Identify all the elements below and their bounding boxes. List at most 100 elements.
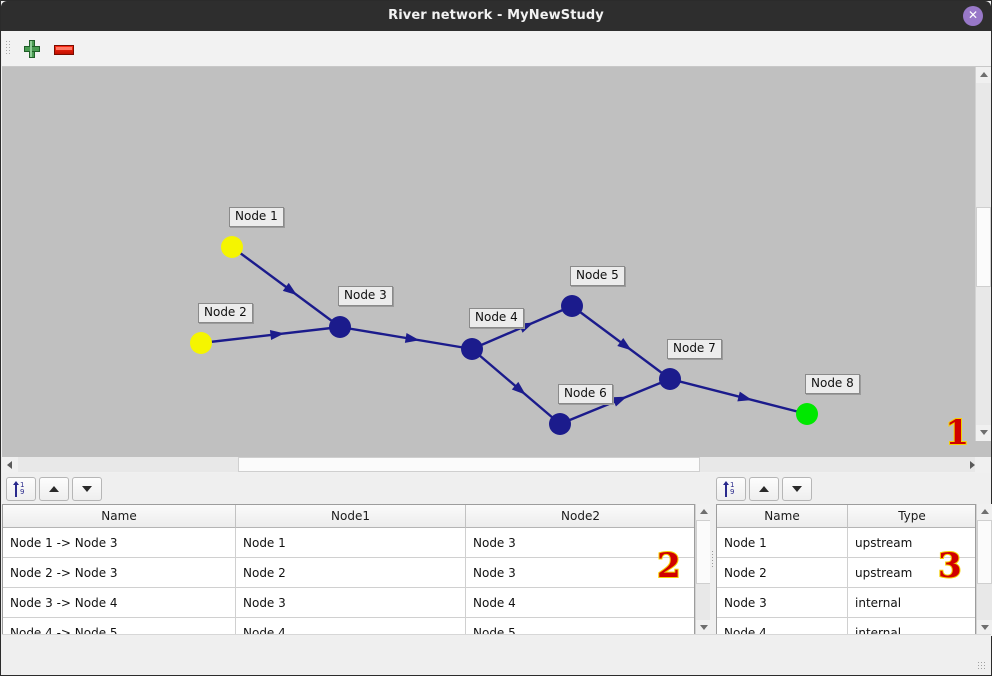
- scroll-down-icon[interactable]: [976, 425, 992, 441]
- table-cell[interactable]: upstream: [848, 558, 975, 588]
- edge-arrow-icon: [282, 282, 298, 296]
- node-label-node-6[interactable]: Node 6: [558, 384, 613, 404]
- node-label-node-1[interactable]: Node 1: [229, 207, 284, 227]
- add-node-button[interactable]: [20, 37, 44, 61]
- node-label-node-8[interactable]: Node 8: [805, 374, 860, 394]
- reaches-vertical-scrollbar[interactable]: [695, 504, 711, 636]
- vertical-scroll-thumb[interactable]: [977, 520, 992, 584]
- edge-arrow-icon: [612, 396, 627, 407]
- nodes-toolbar: 1 9: [716, 473, 991, 503]
- table-cell[interactable]: Node 3 -> Node 4: [3, 588, 236, 618]
- edge-arrow-icon: [269, 330, 285, 340]
- edge-arrow-icon: [737, 391, 753, 402]
- plus-icon: [24, 40, 40, 58]
- table-cell[interactable]: internal: [848, 618, 975, 635]
- table-cell[interactable]: Node 1 -> Node 3: [3, 528, 236, 558]
- edge-arrow-icon: [617, 337, 632, 351]
- table-cell[interactable]: Node 2 -> Node 3: [3, 558, 236, 588]
- table-cell[interactable]: internal: [848, 588, 975, 618]
- table-cell[interactable]: Node 2: [236, 558, 466, 588]
- nodes-move-down-button[interactable]: [782, 477, 812, 501]
- reaches-move-down-button[interactable]: [72, 477, 102, 501]
- column-header-node2[interactable]: Node2: [466, 505, 694, 528]
- minus-icon: [54, 45, 74, 55]
- graph-node-node-5[interactable]: [561, 295, 583, 317]
- nodes-vertical-scrollbar[interactable]: [976, 504, 992, 636]
- scroll-up-icon[interactable]: [696, 504, 712, 520]
- graph-node-node-4[interactable]: [461, 338, 483, 360]
- column-header-node1[interactable]: Node1: [236, 505, 466, 528]
- node-label-node-4[interactable]: Node 4: [469, 308, 524, 328]
- reaches-sort-button[interactable]: 1 9: [6, 477, 36, 501]
- graph-node-node-2[interactable]: [190, 332, 212, 354]
- scroll-left-icon[interactable]: [2, 457, 18, 473]
- node-label-node-3[interactable]: Node 3: [338, 286, 393, 306]
- vertical-splitter[interactable]: [710, 479, 716, 637]
- graph-node-node-7[interactable]: [659, 368, 681, 390]
- resize-grip[interactable]: [978, 662, 987, 671]
- node-label-node-2[interactable]: Node 2: [198, 303, 253, 323]
- graph-node-node-1[interactable]: [221, 236, 243, 258]
- graph-node-node-8[interactable]: [796, 403, 818, 425]
- horizontal-scroll-thumb[interactable]: [238, 457, 700, 472]
- table-cell[interactable]: Node 1: [717, 528, 848, 558]
- node-label-node-5[interactable]: Node 5: [570, 266, 625, 286]
- sort-az-icon: 1 9: [723, 481, 739, 497]
- table-cell[interactable]: Node 3: [236, 588, 466, 618]
- close-icon[interactable]: ✕: [963, 6, 983, 26]
- table-cell[interactable]: Node 3: [466, 558, 694, 588]
- status-bar: [2, 634, 991, 674]
- scroll-down-icon[interactable]: [696, 620, 712, 636]
- vertical-scroll-thumb[interactable]: [696, 520, 711, 584]
- arrow-down-icon: [792, 486, 802, 492]
- scroll-up-icon[interactable]: [976, 67, 992, 83]
- column-header-name[interactable]: Name: [3, 505, 236, 528]
- main-toolbar: [2, 31, 991, 67]
- scroll-up-icon[interactable]: [977, 504, 992, 520]
- vertical-scroll-thumb[interactable]: [976, 207, 991, 287]
- table-cell[interactable]: Node 4 -> Node 5: [3, 618, 236, 635]
- diagram-edge[interactable]: [669, 377, 808, 416]
- nodes-move-up-button[interactable]: [749, 477, 779, 501]
- node-label-node-7[interactable]: Node 7: [667, 339, 722, 359]
- column-header-name[interactable]: Name: [717, 505, 848, 528]
- table-cell[interactable]: Node 3: [717, 588, 848, 618]
- diagram-vertical-scrollbar[interactable]: [975, 67, 991, 441]
- window-title: River network - MyNewStudy: [388, 8, 604, 23]
- arrow-up-icon: [759, 486, 769, 492]
- graph-node-node-6[interactable]: [549, 413, 571, 435]
- table-cell[interactable]: Node 4: [717, 618, 848, 635]
- table-cell[interactable]: Node 3: [466, 528, 694, 558]
- edge-arrow-icon: [511, 381, 526, 395]
- column-header-type[interactable]: Type: [848, 505, 975, 528]
- delete-node-button[interactable]: [52, 37, 76, 61]
- toolbar-grip[interactable]: [6, 41, 11, 57]
- table-cell[interactable]: Node 5: [466, 618, 694, 635]
- network-diagram-canvas[interactable]: Node 1 Node 2 Node 3 Node 4 Node 5 Node 6 Node…: [2, 67, 991, 457]
- reaches-move-up-button[interactable]: [39, 477, 69, 501]
- table-cell[interactable]: Node 2: [717, 558, 848, 588]
- reaches-toolbar: 1 9: [2, 473, 710, 503]
- nodes-sort-button[interactable]: 1 9: [716, 477, 746, 501]
- diagram-edges: [200, 246, 808, 426]
- table-cell[interactable]: Node 4: [236, 618, 466, 635]
- table-cell[interactable]: Node 1: [236, 528, 466, 558]
- scroll-right-icon[interactable]: [964, 457, 980, 473]
- annotation-marker-1: 1: [944, 412, 970, 454]
- table-cell[interactable]: upstream: [848, 528, 975, 558]
- graph-node-node-3[interactable]: [329, 316, 351, 338]
- table-cell[interactable]: Node 4: [466, 588, 694, 618]
- diagram-horizontal-scrollbar[interactable]: [2, 457, 991, 473]
- scroll-down-icon[interactable]: [977, 620, 992, 636]
